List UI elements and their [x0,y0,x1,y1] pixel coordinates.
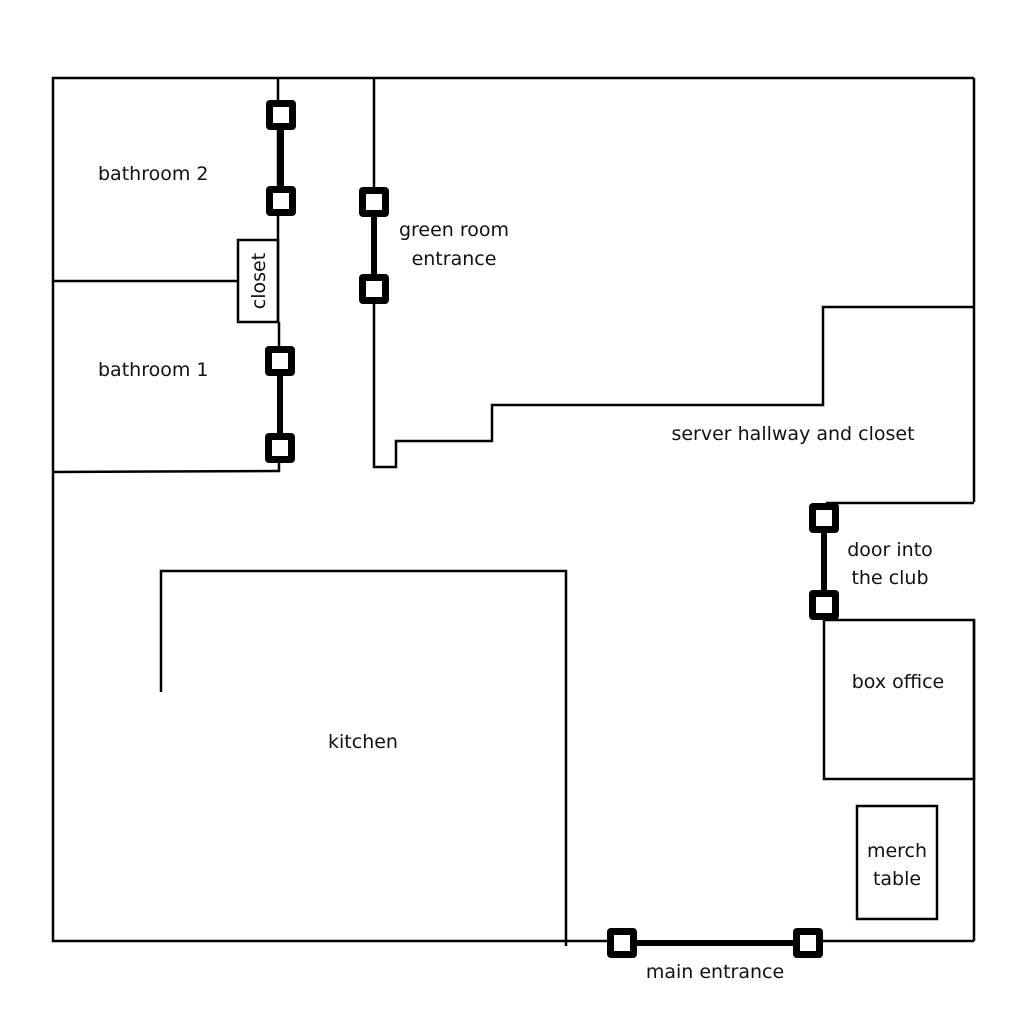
main-entrance-label: main entrance [646,961,784,983]
hinge-center [800,935,816,951]
bathroom-1-bottom-wall [52,469,281,474]
box-office-walls [822,618,976,781]
merch-table-box [855,804,939,921]
bathroom-2-label: bathroom 2 [98,163,208,185]
bathroom-1-label: bathroom 1 [98,359,208,381]
kitchen-label: kitchen [328,731,398,753]
bathroom-1-door[interactable] [265,346,295,463]
main-entrance-door[interactable] [607,928,823,958]
club-door[interactable] [809,503,839,620]
server-hallway-label: server hallway and closet [671,423,914,445]
closet-box [236,238,280,324]
green-room-label-line-1: green room [399,219,509,241]
hinge-center [614,935,630,951]
hinge-center [816,597,832,613]
outer-wall-top-left-bottom [51,76,974,943]
closet-label: closet [248,253,270,309]
hinge-center [272,440,288,456]
hinge-center [816,510,832,526]
hinge-center [366,281,382,297]
hinge-center [273,107,289,123]
merch-table-label-line-1: merch [867,840,927,862]
kitchen-walls [159,569,568,946]
box-office-label: box office [852,671,945,693]
bathroom-2-door[interactable] [266,100,296,216]
merch-table-label-line-2: table [873,868,921,890]
hinge-center [273,193,289,209]
club-door-label-line-2: the club [851,567,928,589]
green-room-stepped-wall [372,78,974,469]
bathroom-walls [52,78,281,474]
green-room-walls [372,78,974,469]
green-room-door[interactable] [359,187,389,304]
green-room-label-line-2: entrance [412,248,497,270]
hinge-center [272,353,288,369]
hinge-center [366,194,382,210]
club-door-label-line-1: door into [847,539,933,561]
